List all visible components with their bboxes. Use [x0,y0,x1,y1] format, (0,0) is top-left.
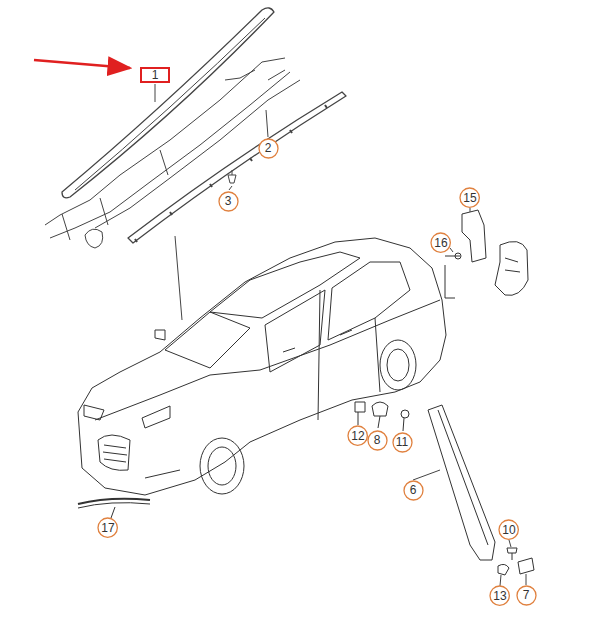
callout-number: 8 [374,433,381,447]
callout-number: 3 [225,194,232,208]
callout-number: 17 [97,517,118,538]
leader-line [155,84,268,320]
parts [78,210,534,575]
callout-number: 3 [218,191,239,212]
callout-number: 15 [463,191,476,205]
callout-number: 16 [430,232,451,253]
callout-number: 2 [265,141,272,155]
callout-number: 2 [258,138,279,159]
highlight-box: 1 [140,67,170,83]
callout-number: 17 [101,521,114,535]
callout-number: 10 [502,523,515,537]
callout-number: 13 [493,589,506,603]
leader-line [413,208,526,586]
car-outline [78,238,446,495]
callout-number: 12 [347,425,368,446]
callout-number: 16 [434,236,447,250]
callout-number: 15 [459,187,480,208]
callout-number: 7 [523,588,530,602]
callout-number: 13 [489,585,510,606]
callout-number: 12 [351,429,364,443]
callout-number: 6 [410,483,417,497]
callout-number: 1 [152,68,159,82]
callout-number: 6 [403,480,424,501]
callout-number: 7 [516,585,537,606]
callout-number: 11 [396,435,408,449]
callout-number: 10 [498,519,519,540]
callout-number: 11 [392,432,413,453]
pointer-arrow [34,60,130,68]
callout-number: 8 [367,430,388,451]
roof-inset [45,8,346,248]
